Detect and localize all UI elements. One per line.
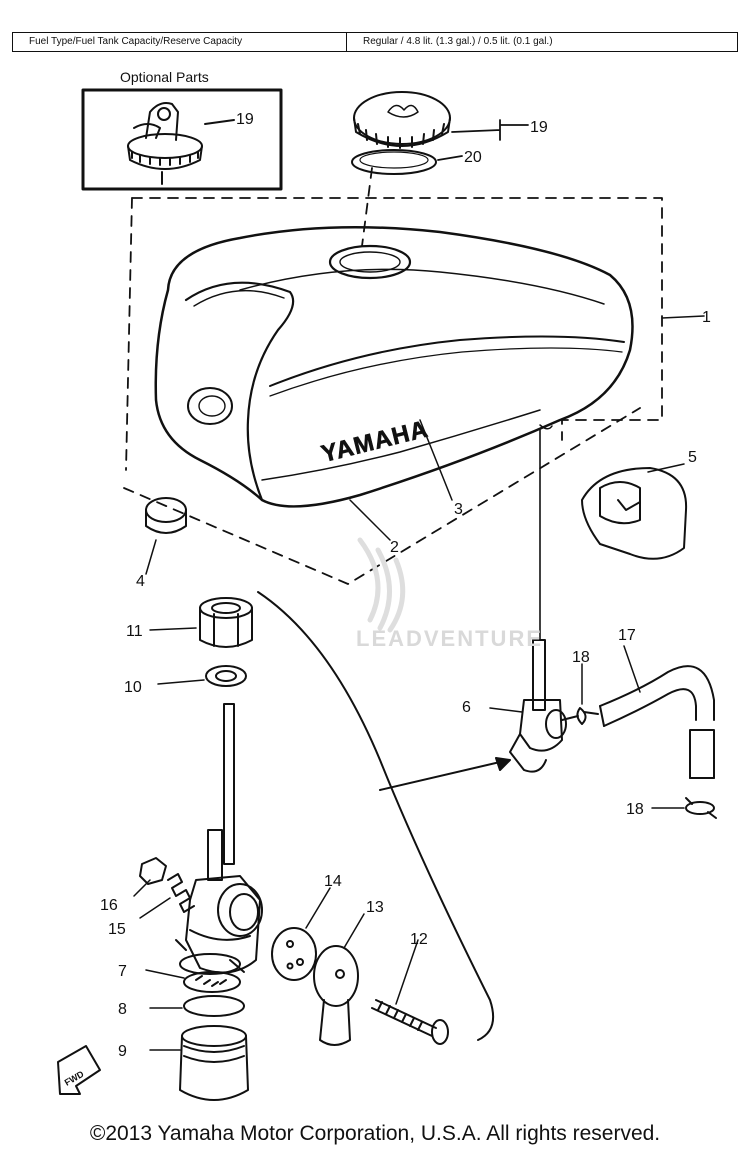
callout-2: 2 bbox=[390, 539, 399, 556]
callout-19: 19 bbox=[530, 119, 548, 136]
callout-18-bottom: 18 bbox=[626, 801, 644, 818]
cap-gasket-icon bbox=[351, 149, 437, 175]
petcock-lever-icon bbox=[313, 945, 359, 1046]
fuel-petcock-icon bbox=[175, 703, 263, 975]
callout-9: 9 bbox=[118, 1043, 127, 1060]
fuel-cap-icon bbox=[353, 91, 451, 149]
optional-parts-box bbox=[81, 88, 283, 191]
callout-5: 5 bbox=[688, 449, 697, 466]
callout-4: 4 bbox=[136, 573, 145, 590]
callout-15: 15 bbox=[108, 921, 126, 938]
optional-parts-title: Optional Parts bbox=[120, 69, 209, 85]
grommet-icon bbox=[145, 497, 187, 534]
fuel-hose-icon bbox=[599, 665, 715, 779]
fuel-spec-value: Regular / 4.8 lit. (1.3 gal.) / 0.5 lit.… bbox=[363, 36, 553, 47]
callout-optional-19: 19 bbox=[236, 111, 254, 128]
callout-20: 20 bbox=[464, 149, 482, 166]
locking-cap-icon bbox=[127, 102, 203, 185]
callout-16: 16 bbox=[100, 897, 118, 914]
fuel-spec-bar: Fuel Type/Fuel Tank Capacity/Reserve Cap… bbox=[12, 32, 738, 52]
screw-icon bbox=[371, 999, 449, 1045]
callout-18-top: 18 bbox=[572, 649, 590, 666]
watermark-text: LEADVENTURE bbox=[356, 626, 544, 651]
copyright-notice: ©2013 Yamaha Motor Corporation, U.S.A. A… bbox=[89, 1122, 661, 1145]
callout-17: 17 bbox=[618, 627, 636, 644]
sediment-cup-icon bbox=[179, 1025, 249, 1101]
spring-icon bbox=[167, 873, 195, 913]
tank-damper-icon bbox=[581, 467, 688, 560]
fuel-spec-label: Fuel Type/Fuel Tank Capacity/Reserve Cap… bbox=[13, 33, 347, 51]
callout-11: 11 bbox=[126, 623, 143, 640]
callout-13: 13 bbox=[366, 899, 384, 916]
fuel-tank-icon bbox=[154, 225, 634, 508]
callout-6: 6 bbox=[462, 699, 471, 716]
hose-clip-top-icon bbox=[576, 707, 599, 725]
callout-7: 7 bbox=[118, 963, 127, 980]
tank-assembly-boundary bbox=[123, 167, 663, 585]
hose-clip-bottom-icon bbox=[685, 797, 717, 819]
forward-arrow-icon bbox=[57, 1045, 101, 1095]
callout-3: 3 bbox=[454, 501, 463, 518]
forward-arrow-label: FWD bbox=[63, 1069, 86, 1088]
tank-logo: YAMAHA bbox=[319, 416, 431, 469]
o-ring-icon bbox=[183, 995, 245, 1017]
callout-8: 8 bbox=[118, 1001, 127, 1018]
small-nut-icon bbox=[139, 857, 167, 885]
callout-12: 12 bbox=[410, 931, 428, 948]
washer-icon bbox=[205, 665, 247, 687]
filter-screen-icon bbox=[183, 971, 241, 993]
lever-gasket-icon bbox=[271, 927, 317, 981]
callout-1: 1 bbox=[702, 309, 711, 326]
callout-14: 14 bbox=[324, 873, 342, 890]
small-petcock-icon bbox=[509, 639, 579, 773]
callout-10: 10 bbox=[124, 679, 142, 696]
hex-nut-icon bbox=[199, 597, 253, 648]
